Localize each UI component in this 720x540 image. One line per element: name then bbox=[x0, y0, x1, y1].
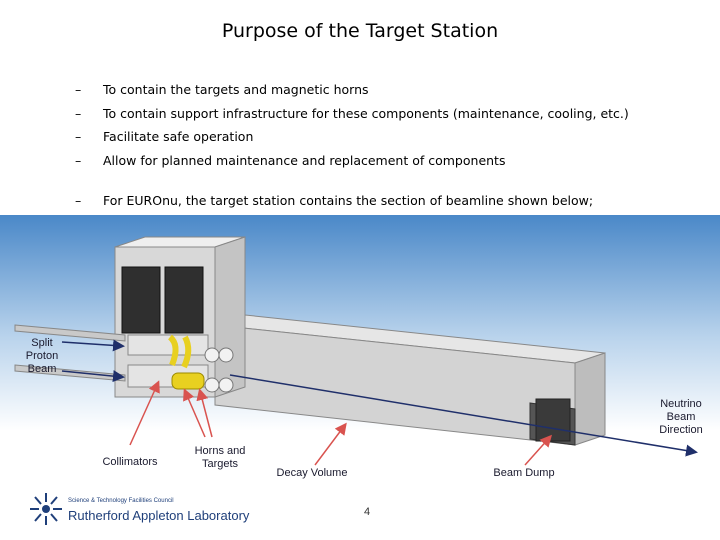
bullet-dash: – bbox=[75, 152, 82, 168]
label-line: Direction bbox=[659, 424, 703, 436]
proton-arrow-lower bbox=[61, 370, 125, 383]
proton-arrow-upper bbox=[61, 339, 125, 352]
label-line: Targets bbox=[201, 458, 239, 470]
label-line: Neutrino bbox=[660, 398, 702, 410]
beam-dump-label: Beam Dump bbox=[493, 467, 555, 479]
bullet-item: – Facilitate safe operation bbox=[75, 125, 629, 149]
bullet-text: To contain support infrastructure for th… bbox=[103, 105, 629, 121]
decay-volume-arrow bbox=[314, 422, 347, 466]
label-line: Split bbox=[31, 337, 53, 349]
label-line: Beam bbox=[666, 411, 696, 423]
slide-title: Purpose of the Target Station bbox=[221, 20, 499, 42]
sub-bullet: – For EUROnu, the target station contains… bbox=[75, 189, 593, 212]
bullet-dash: – bbox=[75, 105, 82, 121]
decay-volume-label: Decay Volume bbox=[276, 467, 348, 479]
horns-and-targets-label: Horns and Targets bbox=[184, 445, 256, 471]
bullet-item: – To contain the targets and magnetic hor… bbox=[75, 78, 629, 102]
collimators-arrow bbox=[129, 380, 160, 446]
bullet-dash: – bbox=[75, 82, 82, 97]
org-small-text: Science & Technology Facilities Council bbox=[68, 498, 174, 504]
bullet-text: Facilitate safe operation bbox=[103, 129, 254, 144]
horns-arrow-2 bbox=[196, 388, 213, 438]
bullet-dash: – bbox=[75, 193, 82, 208]
target-hall-structure bbox=[114, 236, 246, 398]
org-large-text: Rutherford Appleton Laboratory bbox=[68, 508, 250, 523]
horn-elements bbox=[167, 334, 205, 390]
proton-beam-pipes bbox=[14, 324, 126, 382]
page-number: 4 bbox=[364, 506, 371, 518]
target-station-figure bbox=[0, 215, 720, 485]
neutrino-beam-direction-label: Neutrino Beam Direction bbox=[652, 398, 710, 437]
bullet-dash: – bbox=[75, 129, 82, 144]
beam-dump-arrow bbox=[524, 434, 552, 466]
bullet-list: – To contain the targets and magnetic hor… bbox=[75, 78, 629, 172]
bullet-item: – To contain support infrastructure for t… bbox=[75, 102, 629, 126]
label-line: Beam bbox=[27, 363, 57, 375]
label-line: Proton bbox=[25, 350, 59, 362]
decay-volume-box bbox=[214, 314, 606, 446]
label-line: Horns and bbox=[194, 445, 246, 457]
bullet-text: Allow for planned maintenance and replac… bbox=[103, 152, 506, 168]
neutrino-beam-arrow bbox=[229, 374, 698, 457]
split-proton-beam-label: Split Proton Beam bbox=[22, 337, 62, 376]
collimators-label: Collimators bbox=[102, 456, 158, 468]
bullet-item: – Allow for planned maintenance and repla… bbox=[75, 149, 629, 173]
horns-arrow-1 bbox=[183, 388, 206, 438]
beam-dump-block bbox=[529, 398, 576, 446]
sub-bullet-text: For EUROnu, the target station contains … bbox=[103, 193, 594, 208]
stfc-logo-icon bbox=[30, 493, 62, 525]
bullet-text: To contain the targets and magnetic horn… bbox=[103, 82, 369, 97]
